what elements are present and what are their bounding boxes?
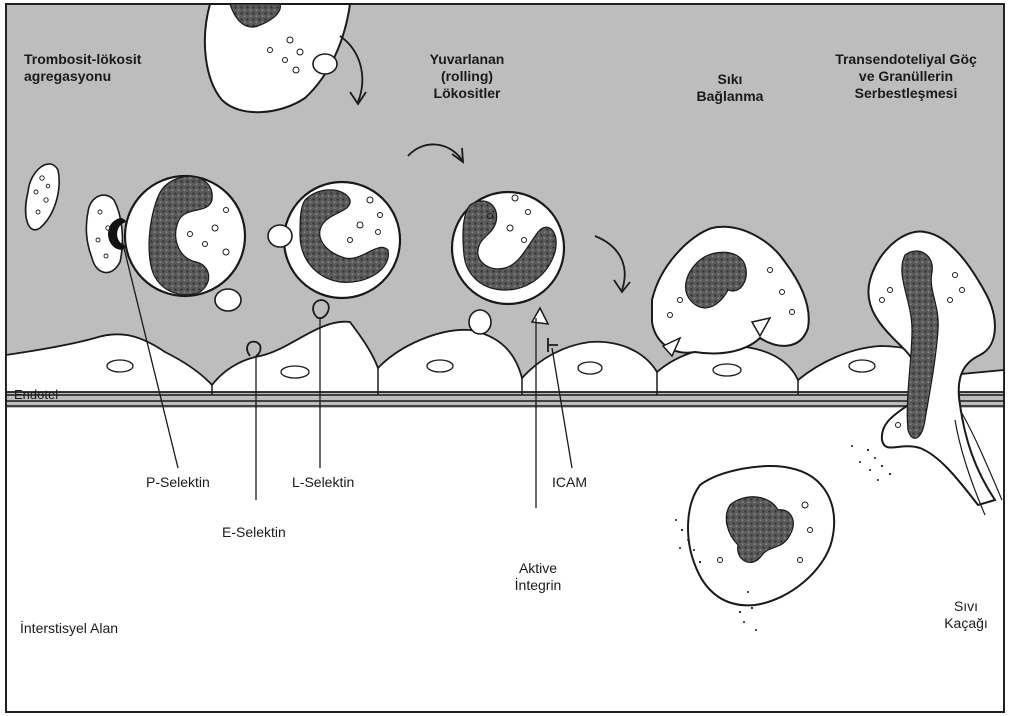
label-tight-binding-line2: Bağlanma <box>680 88 780 105</box>
label-transmigration-line3: Serbestleşmesi <box>818 85 994 102</box>
label-fluid-leak: Sıvı Kaçağı <box>938 598 994 632</box>
label-icam: ICAM <box>552 474 587 491</box>
label-aggregation-line2: agregasyonu <box>24 68 141 85</box>
label-active-integrin: Aktive İntegrin <box>502 560 574 594</box>
label-aggregation: Trombosit-lökosit agregasyonu <box>24 51 141 85</box>
label-transmigration-line2: ve Granüllerin <box>818 68 994 85</box>
label-rolling-line2: (rolling) <box>412 68 522 85</box>
label-tight-binding-line1: Sıkı <box>680 71 780 88</box>
label-l-selectin: L-Selektin <box>292 474 354 491</box>
label-tight-binding: Sıkı Bağlanma <box>680 71 780 105</box>
label-p-selectin: P-Selektin <box>146 474 210 491</box>
label-interstitial: İnterstisyel Alan <box>20 620 118 637</box>
label-rolling-line1: Yuvarlanan <box>412 51 522 68</box>
label-active-integrin-line2: İntegrin <box>502 577 574 594</box>
label-fluid-leak-line2: Kaçağı <box>938 615 994 632</box>
label-transmigration-line1: Transendoteliyal Göç <box>818 51 994 68</box>
label-fluid-leak-line1: Sıvı <box>938 598 994 615</box>
label-rolling: Yuvarlanan (rolling) Lökositler <box>412 51 522 102</box>
label-endothelium: Endotel <box>14 386 58 403</box>
label-e-selectin: E-Selektin <box>222 524 286 541</box>
label-aggregation-line1: Trombosit-lökosit <box>24 51 141 68</box>
label-rolling-line3: Lökositler <box>412 85 522 102</box>
label-active-integrin-line1: Aktive <box>502 560 574 577</box>
label-transmigration: Transendoteliyal Göç ve Granüllerin Serb… <box>818 51 994 102</box>
